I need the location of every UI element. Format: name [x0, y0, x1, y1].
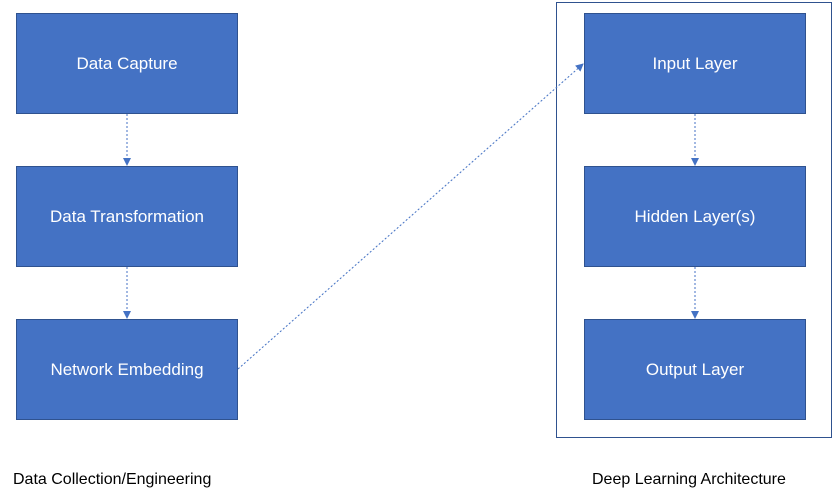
- network-embedding-label: Network Embedding: [50, 359, 204, 379]
- data-collection-caption: Data Collection/Engineering: [13, 471, 212, 488]
- input-layer-box: Input Layer: [584, 13, 806, 114]
- hidden-layers-box: Hidden Layer(s): [584, 166, 806, 267]
- data-transformation-label: Data Transformation: [49, 206, 204, 226]
- arrow-embedding-to-input-layer: [237, 63, 584, 370]
- output-layer-label: Output Layer: [645, 359, 745, 379]
- data-capture-box: Data Capture: [16, 13, 238, 114]
- output-layer-box: Output Layer: [584, 319, 806, 420]
- data-transformation-box: Data Transformation: [16, 166, 238, 267]
- data-capture-label: Data Capture: [76, 53, 178, 73]
- hidden-layers-label: Hidden Layer(s): [634, 206, 756, 226]
- network-embedding-box: Network Embedding: [16, 319, 238, 420]
- input-layer-label: Input Layer: [652, 53, 738, 73]
- deep-learning-caption: Deep Learning Architecture: [592, 471, 786, 488]
